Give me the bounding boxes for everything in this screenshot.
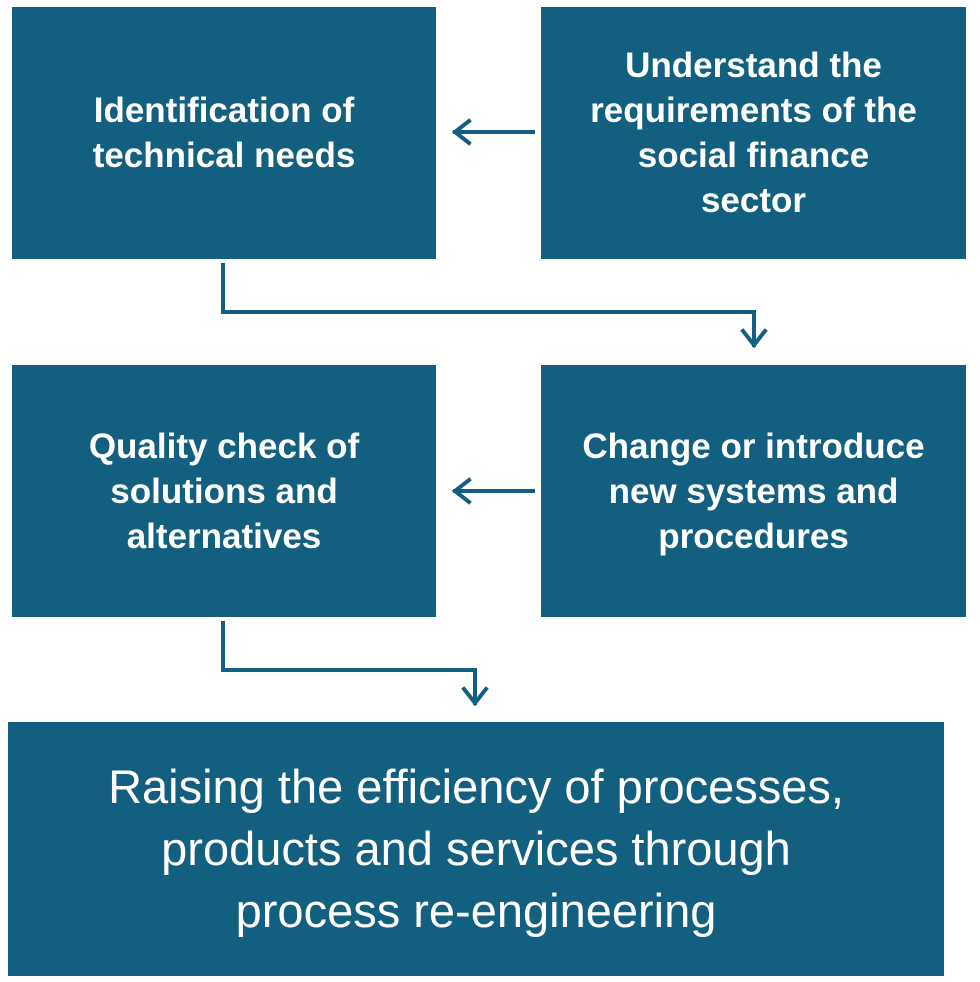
understand-requirements-box: Understand the requirements of the socia… <box>541 7 966 259</box>
change-or-introduce-systems-label: Change or introduce new systems and proc… <box>582 426 925 556</box>
raising-efficiency-box: Raising the efficiency of processes, pro… <box>8 722 944 976</box>
change-or-introduce-systems-box: Change or introduce new systems and proc… <box>541 365 966 617</box>
identification-of-technical-needs-box: Identification of technical needs <box>12 7 436 259</box>
understand-requirements-label: Understand the requirements of the socia… <box>590 46 917 220</box>
quality-check-label: Quality check of solutions and alternati… <box>88 426 360 556</box>
arrow-requirements-to-identification <box>451 118 535 146</box>
quality-check-box: Quality check of solutions and alternati… <box>12 365 436 617</box>
identification-of-technical-needs-label: Identification of technical needs <box>92 91 356 175</box>
raising-efficiency-label: Raising the efficiency of processes, pro… <box>108 760 844 937</box>
arrow-quality-to-result <box>221 621 489 707</box>
arrow-change-to-quality <box>451 477 535 505</box>
arrow-identification-to-change <box>221 263 768 349</box>
